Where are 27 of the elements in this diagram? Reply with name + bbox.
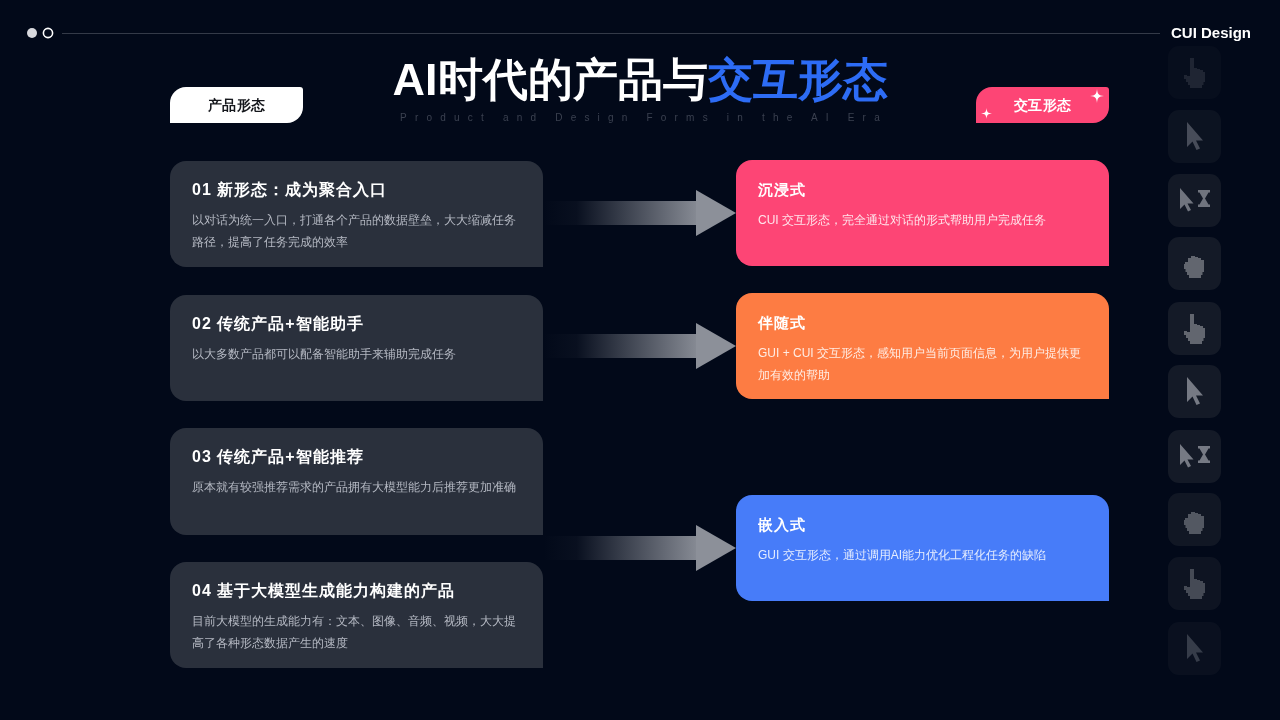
card-title: 02 传统产品+智能助手	[192, 314, 364, 334]
card-title: 沉浸式	[758, 180, 806, 200]
card-description: GUI 交互形态，通过调用AI能力优化工程化任务的缺陷	[758, 547, 1046, 564]
card-title: 伴随式	[758, 313, 806, 333]
card-description: GUI + CUI 交互形态，感知用户当前页面信息，为用户提供更加有效的帮助	[758, 345, 1082, 384]
info-card	[736, 160, 1109, 266]
info-card	[170, 161, 543, 267]
corner-label: CUI Design	[1171, 23, 1251, 43]
info-card	[736, 293, 1109, 399]
tab-label: 产品形态	[207, 96, 266, 115]
info-card	[736, 495, 1109, 601]
info-card	[170, 562, 543, 668]
card-title: 嵌入式	[758, 515, 806, 535]
info-card	[170, 428, 543, 535]
card-description: 以大多数产品都可以配备智能助手来辅助完成任务	[192, 346, 456, 363]
card-title: 01 新形态：成为聚合入口	[192, 180, 388, 200]
card-description: 以对话为统一入口，打通各个产品的数据壁垒，大大缩减任务路径，提高了任务完成的效率	[192, 212, 517, 251]
card-title: 04 基于大模型生成能力构建的产品	[192, 581, 456, 601]
card-description: 目前大模型的生成能力有：文本、图像、音频、视频，大大提高了各种形态数据产生的速度	[192, 613, 517, 652]
info-card	[170, 295, 543, 401]
title: AI时代的产品与交互形态	[392, 54, 888, 106]
card-description: 原本就有较强推荐需求的产品拥有大模型能力后推荐更加准确	[192, 479, 516, 496]
section-tab	[170, 87, 303, 123]
card-title: 03 传统产品+智能推荐	[192, 447, 364, 467]
card-description: CUI 交互形态，完全通过对话的形式帮助用户完成任务	[758, 212, 1046, 229]
tab-label: 交互形态	[1013, 96, 1072, 115]
section-tab	[976, 87, 1109, 123]
